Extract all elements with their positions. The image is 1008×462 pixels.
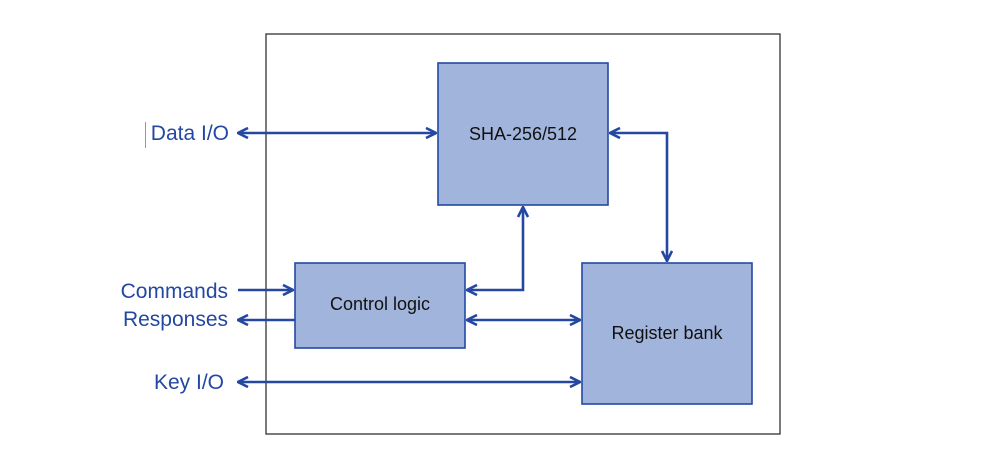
sha-register-arrow xyxy=(610,133,667,261)
commands-label: Commands xyxy=(121,280,228,303)
control-logic-label: Control logic xyxy=(330,294,430,314)
sha-block: SHA-256/512 xyxy=(437,62,609,206)
register-bank-label: Register bank xyxy=(611,323,723,343)
responses-label: Responses xyxy=(123,308,228,331)
control-logic-block: Control logic xyxy=(294,262,466,349)
key-io-label: Key I/O xyxy=(154,371,224,394)
register-bank-block: Register bank xyxy=(581,262,753,405)
data-io-label: Data I/O xyxy=(151,122,229,145)
system-frame xyxy=(265,33,781,435)
control-sha-arrow xyxy=(467,207,523,290)
sha-block-label: SHA-256/512 xyxy=(469,124,577,144)
